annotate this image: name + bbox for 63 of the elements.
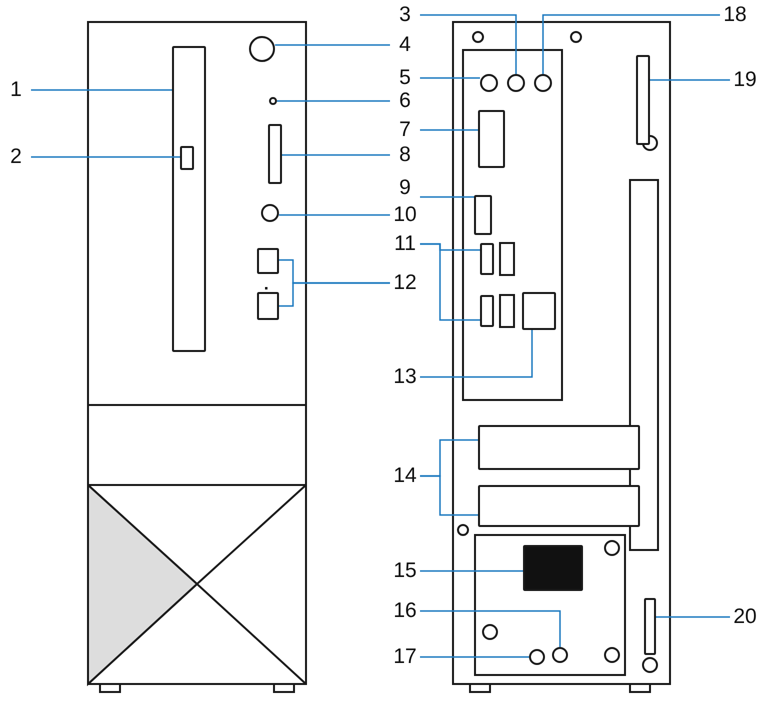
leader-line [420, 243, 480, 321]
leader-line [420, 610, 561, 647]
activity-light [269, 97, 277, 105]
leader-line [420, 14, 517, 74]
audio-port [507, 74, 525, 92]
leader-line [31, 89, 172, 91]
leader-line [420, 475, 478, 516]
callout-number: 5 [390, 66, 420, 90]
usb-port [257, 292, 279, 320]
eject-button [180, 146, 194, 170]
leader-line [275, 44, 390, 46]
vga-port [478, 110, 505, 168]
leader-line [277, 100, 390, 102]
usb-port [480, 243, 494, 275]
callout-number: 12 [390, 271, 420, 295]
callout-number: 3 [390, 3, 420, 27]
callout-number: 4 [390, 33, 420, 57]
audio-port [534, 74, 552, 92]
leader-line [279, 214, 390, 216]
callout-number: 6 [390, 89, 420, 113]
diagnostic-light [529, 649, 545, 665]
leader-line [420, 656, 529, 658]
leader-line [542, 14, 720, 74]
leader-line [420, 570, 523, 572]
leader-line [279, 282, 390, 307]
headphone-port [261, 204, 279, 222]
callout-number: 1 [1, 78, 31, 102]
usb-port [257, 248, 279, 274]
leader-line [650, 79, 730, 81]
leader-line [420, 196, 474, 198]
audio-port [480, 74, 498, 92]
callout-number: 19 [730, 68, 760, 92]
callout-number: 16 [390, 599, 420, 623]
padlock-ring [636, 55, 650, 145]
usb-port [480, 295, 494, 327]
security-cable-slot [644, 598, 656, 655]
diagnostic-button [552, 647, 568, 663]
power-button [249, 36, 275, 62]
callout-number: 20 [730, 605, 760, 629]
expansion-slot [478, 485, 640, 527]
network-port [522, 292, 556, 330]
callout-number: 10 [390, 203, 420, 227]
leader-line [656, 616, 730, 618]
display-port [474, 195, 492, 235]
leader-line [420, 77, 480, 79]
leader-line [282, 154, 390, 156]
callout-number: 8 [390, 143, 420, 167]
callout-number: 15 [390, 559, 420, 583]
optical-drive [172, 46, 206, 352]
power-connector [523, 545, 583, 591]
callout-number: 14 [390, 464, 420, 488]
leader-line [31, 156, 180, 158]
leader-line [420, 129, 478, 131]
callout-number: 17 [390, 645, 420, 669]
callout-number: 13 [390, 365, 420, 389]
callout-number: 11 [390, 232, 420, 256]
callout-number: 2 [1, 145, 31, 169]
callout-number: 18 [720, 3, 750, 27]
callout-number: 7 [390, 118, 420, 142]
memory-card-slot [268, 124, 282, 184]
callout-number: 9 [390, 176, 420, 200]
expansion-slot [478, 425, 640, 470]
leader-line [420, 330, 533, 378]
